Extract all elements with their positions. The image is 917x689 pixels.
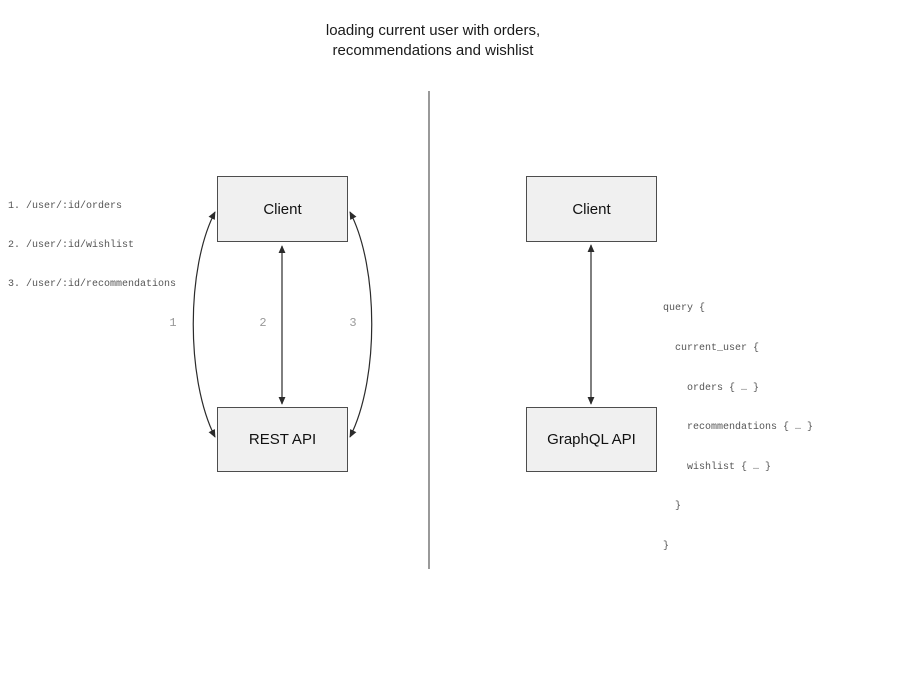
rest-api-node-label: REST API xyxy=(248,431,317,448)
query-line-4: recommendations { … } xyxy=(663,422,814,434)
rest-endpoint-recommendations: 3. /user/:id/recommendations xyxy=(8,279,177,290)
query-line-6: } xyxy=(663,501,682,513)
graphql-query-code: query { current_user { orders { … } reco… xyxy=(663,276,813,580)
rest-client-node-label: Client xyxy=(263,200,302,218)
rest-endpoint-wishlist: 2. /user/:id/wishlist xyxy=(8,240,135,251)
graphql-api-node-label: GraphQL API xyxy=(547,431,636,448)
graphql-client-node: Client xyxy=(526,176,657,242)
title-line-1: loading current user with orders, xyxy=(325,22,541,39)
query-line-5: wishlist { … } xyxy=(663,461,772,473)
query-line-1: query { xyxy=(663,303,706,315)
rest-client-node: Client xyxy=(217,176,348,242)
rest-arrow-label-2: 2 xyxy=(259,316,267,330)
rest-arrow-label-1: 1 xyxy=(169,316,177,330)
rest-arrow-label-3: 3 xyxy=(349,316,357,330)
diagram-title: loading current user with orders, recomm… xyxy=(283,21,583,61)
graphql-api-node: GraphQL API xyxy=(526,407,657,472)
rest-arrow-3-curve xyxy=(349,211,373,438)
rest-api-node: REST API xyxy=(217,407,348,472)
query-line-3: orders { … } xyxy=(663,382,760,394)
query-line-2: current_user { xyxy=(663,343,760,355)
title-line-2: recommendations and wishlist xyxy=(332,42,534,59)
query-line-7: } xyxy=(663,541,670,553)
rest-endpoints-list: 1. /user/:id/orders 2. /user/:id/wishlis… xyxy=(8,174,176,317)
rest-endpoint-orders: 1. /user/:id/orders xyxy=(8,201,123,212)
graphql-client-node-label: Client xyxy=(572,200,611,218)
rest-arrow-1-curve xyxy=(192,211,216,438)
